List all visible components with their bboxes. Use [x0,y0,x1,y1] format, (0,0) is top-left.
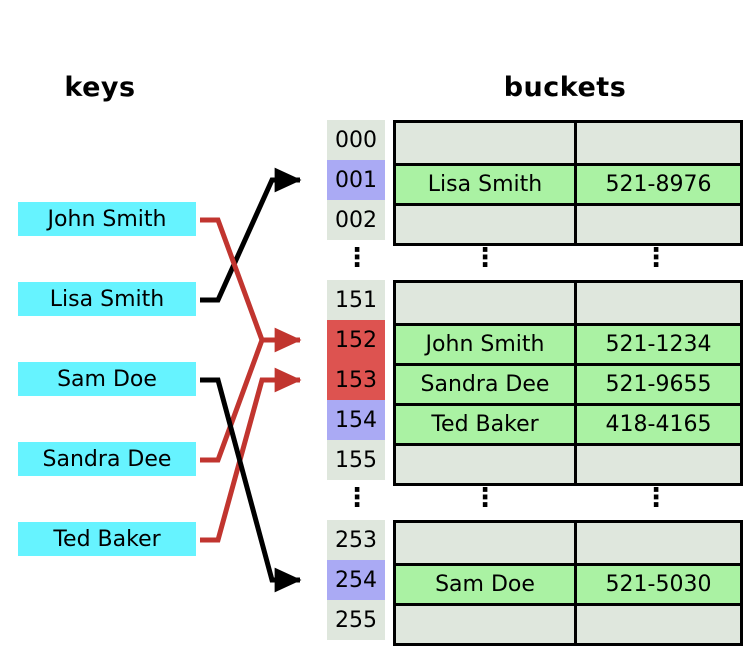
bucket-index-002[interactable]: 002 [327,200,385,240]
arrow-sandra-dee-to-152 [200,339,265,463]
bucket-name-001: Lisa Smith [396,166,577,203]
ellipsis-phone-lower: ⋮ [643,483,669,513]
bucket-name-253 [396,523,577,563]
bucket-index-154[interactable]: 154 [327,400,385,440]
bucket-index-155[interactable]: 155 [327,440,385,480]
bucket-name-254: Sam Doe [396,566,577,603]
bucket-phone-253 [577,523,740,563]
table-row[interactable]: John Smith 521-1234 [396,323,740,363]
bucket-phone-153: 521-9655 [577,366,740,403]
table-row[interactable]: Ted Baker 418-4165 [396,403,740,443]
bucket-index-253[interactable]: 253 [327,520,385,560]
arrow-ted-baker-to-153 [200,367,302,543]
table-row[interactable]: Sandra Dee 521-9655 [396,363,740,403]
buckets-column-heading: buckets [503,72,627,103]
bucket-name-152: John Smith [396,326,577,363]
bucket-phone-154: 418-4165 [577,406,740,443]
bucket-phone-152: 521-1234 [577,326,740,363]
ellipsis-phone-upper: ⋮ [643,243,669,273]
bucket-index-000[interactable]: 000 [327,120,385,160]
bucket-name-151 [396,283,577,323]
table-row[interactable] [396,283,740,323]
key-box-john-smith[interactable]: John Smith [18,202,196,236]
table-row[interactable] [396,523,740,563]
arrow-lisa-smith-to-001 [200,167,302,303]
bucket-group-151: John Smith 521-1234 Sandra Dee 521-9655 … [393,280,743,486]
bucket-phone-254: 521-5030 [577,566,740,603]
ellipsis-index-upper: ⋮ [344,243,370,273]
bucket-name-000 [396,123,577,163]
table-row[interactable] [396,203,740,243]
table-row[interactable]: Lisa Smith 521-8976 [396,163,740,203]
bucket-phone-001: 521-8976 [577,166,740,203]
bucket-index-254[interactable]: 254 [327,560,385,600]
bucket-phone-155 [577,446,740,483]
bucket-phone-255 [577,606,740,643]
bucket-name-153: Sandra Dee [396,366,577,403]
bucket-group-253: Sam Doe 521-5030 [393,520,743,646]
keys-column-heading: keys [64,72,136,103]
arrow-sam-doe-to-254 [200,377,302,593]
bucket-index-153[interactable]: 153 [327,360,385,400]
arrow-john-smith-to-152 [200,217,302,353]
table-row[interactable] [396,443,740,483]
bucket-index-151[interactable]: 151 [327,280,385,320]
ellipsis-index-lower: ⋮ [344,483,370,513]
key-box-ted-baker[interactable]: Ted Baker [18,522,196,556]
key-box-sam-doe[interactable]: Sam Doe [18,362,196,396]
bucket-group-000: Lisa Smith 521-8976 [393,120,743,246]
table-row[interactable]: Sam Doe 521-5030 [396,563,740,603]
bucket-name-155 [396,446,577,483]
bucket-phone-000 [577,123,740,163]
bucket-index-001[interactable]: 001 [327,160,385,200]
table-row[interactable] [396,123,740,163]
bucket-name-154: Ted Baker [396,406,577,443]
table-row[interactable] [396,603,740,643]
bucket-name-002 [396,206,577,243]
ellipsis-name-upper: ⋮ [472,243,498,273]
key-box-lisa-smith[interactable]: Lisa Smith [18,282,196,316]
ellipsis-name-lower: ⋮ [472,483,498,513]
bucket-index-255[interactable]: 255 [327,600,385,640]
key-box-sandra-dee[interactable]: Sandra Dee [18,442,196,476]
bucket-index-152[interactable]: 152 [327,320,385,360]
bucket-name-255 [396,606,577,643]
bucket-phone-002 [577,206,740,243]
bucket-phone-151 [577,283,740,323]
